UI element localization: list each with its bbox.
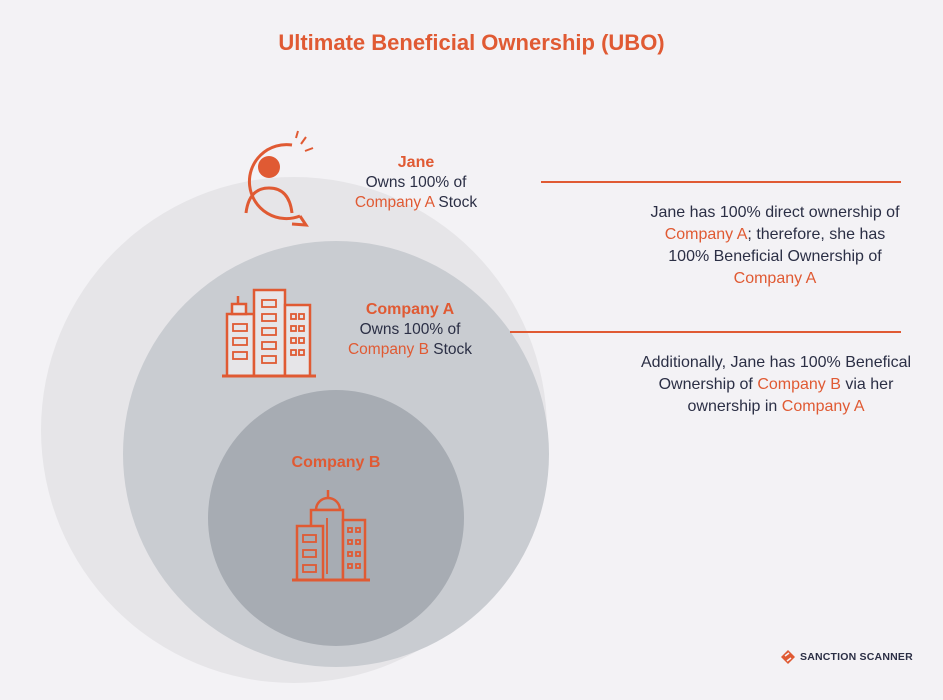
company-b-name: Company B <box>291 454 381 471</box>
note2-company-1: Company B <box>757 376 841 393</box>
jane-stock-line: Company A Stock <box>326 193 506 213</box>
note2-company-2: Company A <box>781 398 865 415</box>
note2-text-1: Additionally, Jane has 100% Benefical Ow… <box>640 354 912 393</box>
note-indirect-ownership: Additionally, Jane has 100% Benefical Ow… <box>640 352 912 418</box>
diagram-title: Ultimate Beneficial Ownership (UBO) <box>278 30 665 55</box>
company-a-stock-suffix: Stock <box>428 341 473 358</box>
note1-text-1: Jane has 100% direct ownership of <box>650 204 900 221</box>
buildings-icon <box>222 288 316 378</box>
company-a-name: Company A <box>365 301 455 318</box>
company-a-stock-line: Company B Stock <box>320 340 500 360</box>
company-b-label: Company B <box>246 453 426 473</box>
domed-building-icon <box>292 490 370 582</box>
note2-text-2: via her ownership in <box>687 376 894 415</box>
jane-owns-line: Owns 100% of <box>365 174 467 191</box>
company-a-owns-line: Owns 100% of <box>359 321 461 338</box>
person-icon <box>244 130 314 227</box>
brand-mark-icon <box>781 650 795 664</box>
jane-company-link: Company A <box>354 194 435 211</box>
jane-stock-suffix: Stock <box>434 194 478 211</box>
jane-label: Jane Owns 100% of Company A Stock <box>326 153 506 213</box>
note1-text-2: ; therefore, she has 100% Beneficial Own… <box>668 226 886 265</box>
company-a-label: Company A Owns 100% of Company B Stock <box>320 300 500 360</box>
note-direct-ownership: Jane has 100% direct ownership of Compan… <box>645 202 905 290</box>
jane-name: Jane <box>397 154 435 171</box>
company-a-company-link: Company B <box>347 341 429 358</box>
note1-company-2: Company A <box>733 270 817 287</box>
brand-name: SANCTION SCANNER <box>800 651 913 663</box>
note1-company-1: Company A <box>664 226 748 243</box>
brand-logo: SANCTION SCANNER <box>781 650 913 664</box>
